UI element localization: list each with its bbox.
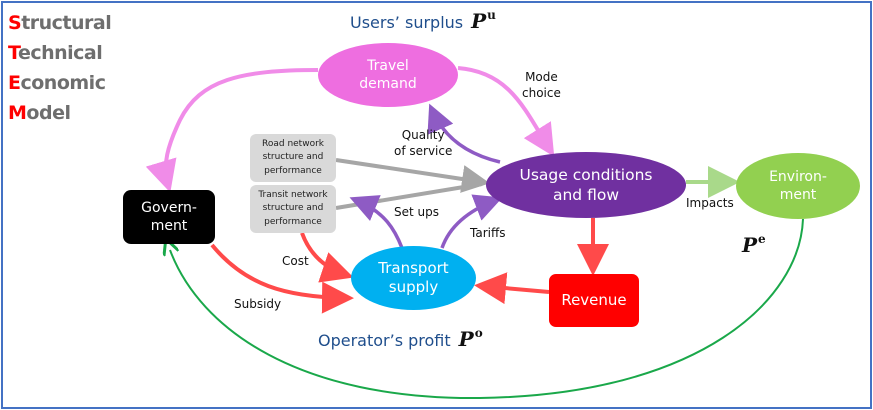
title-line-model: Model <box>8 102 71 124</box>
node-label: structure and <box>262 152 324 163</box>
symbol-superscript: e <box>758 232 766 246</box>
node-label: Travel <box>367 57 409 74</box>
edge-label-cost: Cost <box>282 254 309 268</box>
node-revenue[interactable]: Revenue <box>549 274 639 327</box>
title-initial: T <box>8 42 18 64</box>
node-label: Transport <box>378 258 449 277</box>
node-road-network[interactable]: Road network structure and performance <box>250 134 336 182</box>
title-line-technical: Technical <box>8 42 103 64</box>
label-line: choice <box>522 85 561 100</box>
title-line-economic: Economic <box>8 72 106 94</box>
symbol-base: P <box>471 9 487 33</box>
node-label: structure and <box>262 203 324 214</box>
node-label: performance <box>264 216 322 227</box>
node-label: demand <box>359 76 417 92</box>
symbol-base: P <box>742 233 758 257</box>
edge-transit-to-supply <box>300 232 354 283</box>
edge-usage-to-travel <box>427 103 501 164</box>
node-label: Revenue <box>561 290 627 309</box>
title-initial: M <box>8 102 27 124</box>
title-rest: tructural <box>21 12 112 34</box>
node-travel-demand[interactable]: Travel demand <box>318 43 458 107</box>
edge-label-set-ups: Set ups <box>394 205 439 219</box>
edge-revenue-to-supply <box>474 272 550 305</box>
node-label: supply <box>388 278 439 296</box>
node-environment[interactable]: Environ-ment <box>736 153 860 219</box>
operators-profit-symbol: Po <box>458 326 483 351</box>
node-label: ment <box>779 187 817 203</box>
edge-supply-to-usage <box>440 194 503 249</box>
title-rest: echnical <box>17 42 103 64</box>
operators-profit-label: Operator’s profit Po <box>318 326 483 351</box>
edge-travel-to-government <box>145 68 319 193</box>
title-initial: E <box>8 72 21 94</box>
edge-label-subsidy: Subsidy <box>234 297 282 311</box>
users-surplus-label: Users’ surplus Pu <box>350 8 496 33</box>
label-line: of service <box>394 143 453 158</box>
symbol-superscript: u <box>487 8 496 22</box>
title-initial: S <box>8 12 22 34</box>
node-usage-conditions[interactable]: Usage conditions and flow <box>486 152 686 218</box>
node-label: Govern- <box>141 199 197 216</box>
node-government[interactable]: Govern-ment <box>123 190 215 244</box>
edge-road-to-usage <box>335 158 490 193</box>
users-surplus-symbol: Pu <box>471 8 496 33</box>
title-rest: conomic <box>20 72 106 94</box>
edge-travel-to-usage <box>457 66 555 157</box>
environment-metric: Pe <box>742 232 766 257</box>
title-line-structural: Structural <box>8 12 112 34</box>
label-line: Mode <box>525 70 558 84</box>
edge-supply-to-transit <box>349 195 404 249</box>
metric-text: Users’ surplus <box>350 13 464 32</box>
label-line: Quality <box>401 128 445 142</box>
symbol-superscript: o <box>474 326 483 340</box>
node-transit-network[interactable]: Transit network structure and performance <box>250 185 336 233</box>
node-label: Road network <box>262 139 324 150</box>
symbol-base: P <box>458 327 474 351</box>
node-label: ment <box>150 218 188 234</box>
node-label: performance <box>264 165 322 176</box>
node-label: Usage conditions <box>519 165 653 184</box>
node-label: Environ- <box>769 168 827 185</box>
environment-symbol: Pe <box>742 232 766 257</box>
node-label: and flow <box>552 186 619 204</box>
edge-label-impacts: Impacts <box>686 196 734 210</box>
metric-text: Operator’s profit <box>318 331 451 350</box>
edge-government-to-supply <box>210 243 354 314</box>
title-rest: odel <box>26 102 71 124</box>
edge-environment-to-government <box>170 218 804 400</box>
edge-label-tariffs: Tariffs <box>470 226 506 240</box>
node-label: Transit network <box>258 190 328 201</box>
